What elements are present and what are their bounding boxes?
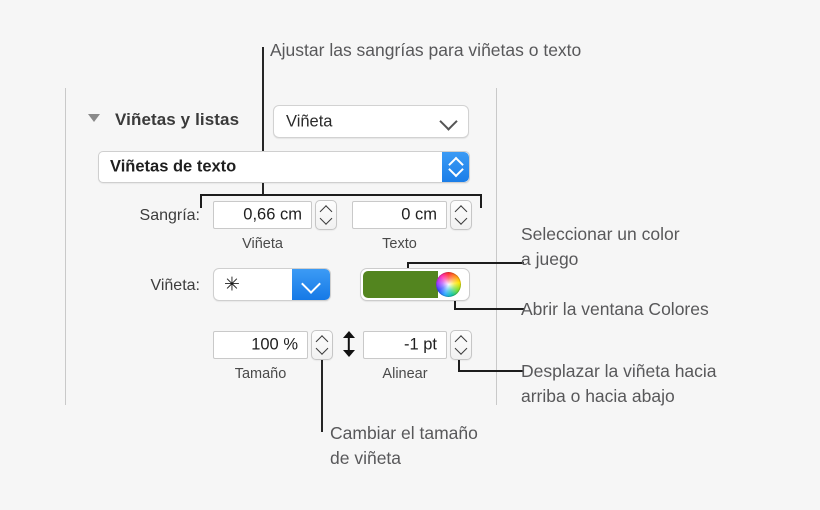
bullet-size-sublabel: Tamaño bbox=[234, 366, 287, 382]
leader-line-open-colors-v bbox=[454, 296, 456, 310]
bullet-popup-chevron-tile[interactable] bbox=[292, 269, 330, 300]
bullet-style-stepper[interactable] bbox=[442, 152, 469, 182]
chevron-down-icon bbox=[301, 273, 321, 294]
vertical-double-arrow-icon bbox=[342, 331, 355, 357]
leader-line-move-bullet-h bbox=[458, 370, 524, 372]
bullet-size-value: 100 % bbox=[251, 335, 298, 354]
indent-bullet-field[interactable]: 0,66 cm bbox=[213, 201, 312, 229]
panel-left-divider bbox=[65, 88, 66, 405]
list-type-value: Viñeta bbox=[286, 112, 333, 130]
leader-line-indent-callout bbox=[262, 47, 264, 195]
indent-text-stepper[interactable] bbox=[450, 200, 472, 230]
bullet-style-combo[interactable]: Viñetas de texto bbox=[98, 151, 470, 183]
panel-right-divider bbox=[496, 88, 497, 405]
color-wheel-icon[interactable] bbox=[436, 272, 461, 297]
color-swatch[interactable] bbox=[363, 271, 438, 298]
bullet-style-value: Viñetas de texto bbox=[110, 157, 237, 176]
leader-line-move-bullet-v bbox=[458, 358, 460, 372]
bullet-align-sublabel: Alinear bbox=[382, 366, 428, 382]
bullet-glyph-popup-button[interactable]: ✳ bbox=[213, 268, 331, 301]
bullet-align-field[interactable]: -1 pt bbox=[363, 331, 447, 359]
callout-color-match-text: Seleccionar un color a juego bbox=[521, 224, 680, 269]
bullet-size-field[interactable]: 100 % bbox=[213, 331, 308, 359]
callout-change-size-text: Cambiar el tamaño de viñeta bbox=[330, 423, 478, 468]
bullet-size-stepper[interactable] bbox=[311, 330, 333, 360]
callout-open-colors-text: Abrir la ventana Colores bbox=[521, 299, 709, 319]
callout-move-bullet-text: Desplazar la viñeta hacia arriba o hacia… bbox=[521, 361, 717, 406]
bullet-label: Viñeta: bbox=[150, 277, 200, 294]
indent-text-value: 0 cm bbox=[401, 205, 437, 224]
bullet-align-value: -1 pt bbox=[403, 335, 437, 354]
indent-text-sublabel: Texto bbox=[382, 236, 417, 252]
section-title: Viñetas y listas bbox=[115, 110, 240, 129]
leader-line-open-colors-h bbox=[454, 308, 524, 310]
callout-indent-text: Ajustar las sangrías para viñetas o text… bbox=[270, 40, 582, 60]
leader-line-change-size-v bbox=[321, 360, 323, 432]
asterisk-bullet-icon: ✳ bbox=[224, 274, 240, 295]
chevron-down-icon bbox=[439, 111, 458, 131]
bullet-color-well[interactable] bbox=[360, 268, 470, 301]
indent-label: Sangría: bbox=[139, 207, 200, 224]
indent-bullet-sublabel: Viñeta bbox=[242, 236, 283, 252]
bullet-align-stepper[interactable] bbox=[450, 330, 472, 360]
disclosure-triangle-icon[interactable] bbox=[88, 114, 100, 122]
indent-text-field[interactable]: 0 cm bbox=[352, 201, 447, 229]
leader-line-color-match-h bbox=[407, 262, 524, 264]
indent-bullet-stepper[interactable] bbox=[315, 200, 337, 230]
list-type-popup-button[interactable]: Viñeta bbox=[273, 105, 469, 138]
leader-bracket-indent bbox=[200, 194, 482, 208]
indent-bullet-value: 0,66 cm bbox=[243, 205, 302, 224]
